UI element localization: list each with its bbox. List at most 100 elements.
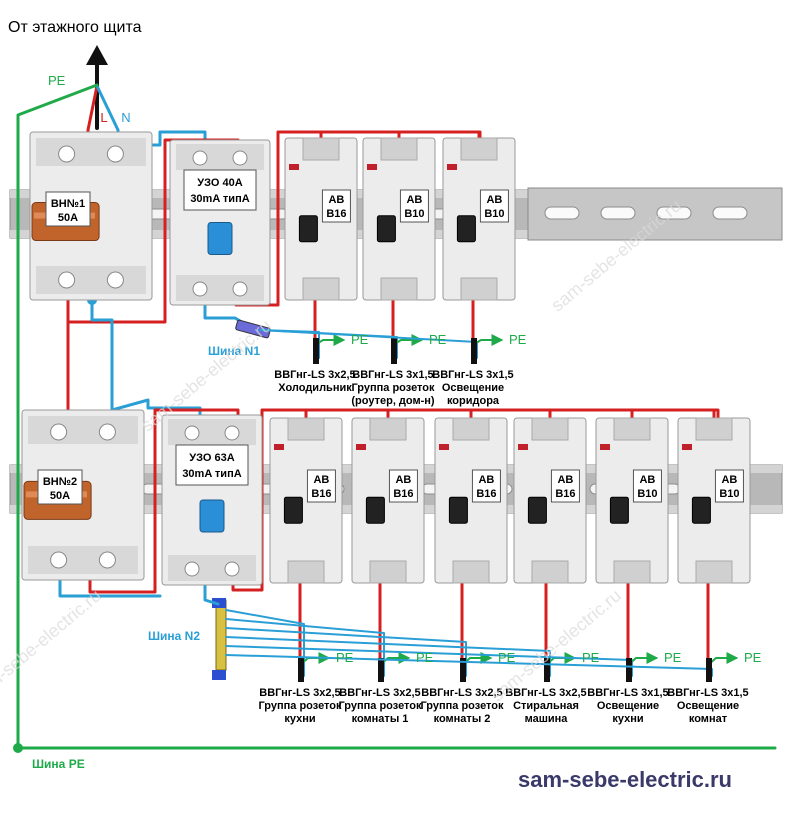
- sw1-sw2-n: [90, 298, 114, 412]
- breaker-rating: B16: [555, 488, 575, 500]
- cable-type: ВВГнг-LS 3х2,5: [259, 687, 340, 699]
- abb-logo: [356, 444, 366, 450]
- abb-logo: [289, 164, 299, 170]
- cable-end: [391, 338, 397, 364]
- rcd-rating: 30mA типА: [190, 193, 249, 205]
- cable-end: [298, 658, 304, 682]
- rcd-label-box: [175, 444, 249, 486]
- cable-end: [378, 658, 384, 682]
- cable-type: ВВГнг-LS 3х2,5: [274, 369, 355, 381]
- cable-type: ВВГнг-LS 3х2,5: [505, 687, 586, 699]
- pe-tag: PE: [336, 650, 354, 665]
- bus-cap: [212, 670, 226, 680]
- cable-type: ВВГнг-LS 3х1,5: [432, 369, 513, 381]
- pe-label: PE: [48, 73, 66, 88]
- circuit-purpose: кухни: [284, 713, 315, 725]
- breaker-handle: [448, 496, 468, 524]
- cable-end: [544, 658, 550, 682]
- breaker-rating: B10: [404, 208, 424, 220]
- breaker-handle: [456, 215, 476, 243]
- breaker-name: АВ: [406, 194, 422, 206]
- circuit-purpose: машина: [525, 713, 569, 725]
- breaker-handle: [609, 496, 629, 524]
- breaker-label-box: [479, 189, 509, 223]
- breaker-label-box: [550, 469, 580, 503]
- abb-logo: [682, 444, 692, 450]
- rcd2-n-bus: [203, 583, 220, 606]
- breaker-rating: B10: [484, 208, 504, 220]
- main-switch-2: ВН№2 50A: [21, 409, 145, 581]
- bus-n2-label: Шина N2: [148, 629, 200, 643]
- circuit-purpose: Освещение: [597, 700, 659, 712]
- breaker-handle: [376, 215, 396, 243]
- rcd-rating: 30mA типА: [182, 468, 241, 480]
- circuit-purpose: Холодильник: [278, 382, 352, 394]
- pe-tag: PE: [498, 650, 516, 665]
- circuit-purpose: коридора: [447, 395, 500, 407]
- pe-out: [707, 657, 737, 666]
- pe-tag: PE: [509, 332, 527, 347]
- pe-bus-label: Шина PE: [32, 757, 85, 771]
- footer-site: sam-sebe-electric.ru: [518, 767, 732, 792]
- circuit-purpose: комнаты 2: [434, 713, 491, 725]
- breaker-name: АВ: [721, 474, 737, 486]
- breaker-handle: [691, 496, 711, 524]
- switch-label-box: [45, 191, 91, 227]
- rcd-handle: [199, 499, 225, 533]
- rcd-name: УЗО 40А: [197, 177, 242, 189]
- breaker-rating: B16: [326, 208, 346, 220]
- circuit-purpose: комнат: [689, 713, 728, 725]
- pe-tag: PE: [664, 650, 682, 665]
- cable-end: [313, 338, 319, 364]
- cable-type: ВВГнг-LS 3х1,5: [352, 369, 433, 381]
- circuit-purpose: комнаты 1: [352, 713, 409, 725]
- breaker-rating: B16: [393, 488, 413, 500]
- n-label: N: [121, 110, 130, 125]
- circuit-purpose: Группа розеток: [351, 382, 435, 394]
- cable-type: ВВГнг-LS 3х2,5: [339, 687, 420, 699]
- breaker-label-box: [306, 469, 336, 503]
- l-label: L: [100, 110, 107, 125]
- switch-name: ВН№1: [51, 198, 85, 210]
- cable-end: [626, 658, 632, 682]
- breaker-label-box: [714, 469, 744, 503]
- cable-end: [471, 338, 477, 364]
- breaker-row1-2: АВ B10: [362, 137, 436, 301]
- breaker-rating: B10: [719, 488, 739, 500]
- abb-logo: [274, 444, 284, 450]
- sw2-rcd2-n: [110, 398, 202, 422]
- cable-end: [706, 658, 712, 682]
- pe-main: [16, 83, 777, 750]
- main-switch-1: ВН№1 50A: [29, 131, 153, 301]
- cable-type: ВВГнг-LS 3х1,5: [587, 687, 668, 699]
- pe-tag: PE: [416, 650, 434, 665]
- switch-rating: 50A: [50, 490, 70, 502]
- switch-rating: 50A: [58, 212, 78, 224]
- incoming-arrow: [86, 45, 108, 65]
- rail-slot: [544, 206, 580, 220]
- breaker-row2-6: АВ B10: [677, 417, 751, 584]
- breaker-name: АВ: [313, 474, 329, 486]
- source-label: От этажного щита: [8, 19, 142, 36]
- junction-dot: [13, 743, 23, 753]
- breaker-handle: [527, 496, 547, 524]
- cable-type: ВВГнг-LS 3х2,5: [421, 687, 502, 699]
- breaker-name: АВ: [639, 474, 655, 486]
- pe-tag: PE: [582, 650, 600, 665]
- pe-tag: PE: [429, 332, 447, 347]
- neutral-bus-1: [235, 319, 271, 339]
- switch-name: ВН№2: [43, 476, 77, 488]
- abb-logo: [518, 444, 528, 450]
- rail-slot: [712, 206, 748, 220]
